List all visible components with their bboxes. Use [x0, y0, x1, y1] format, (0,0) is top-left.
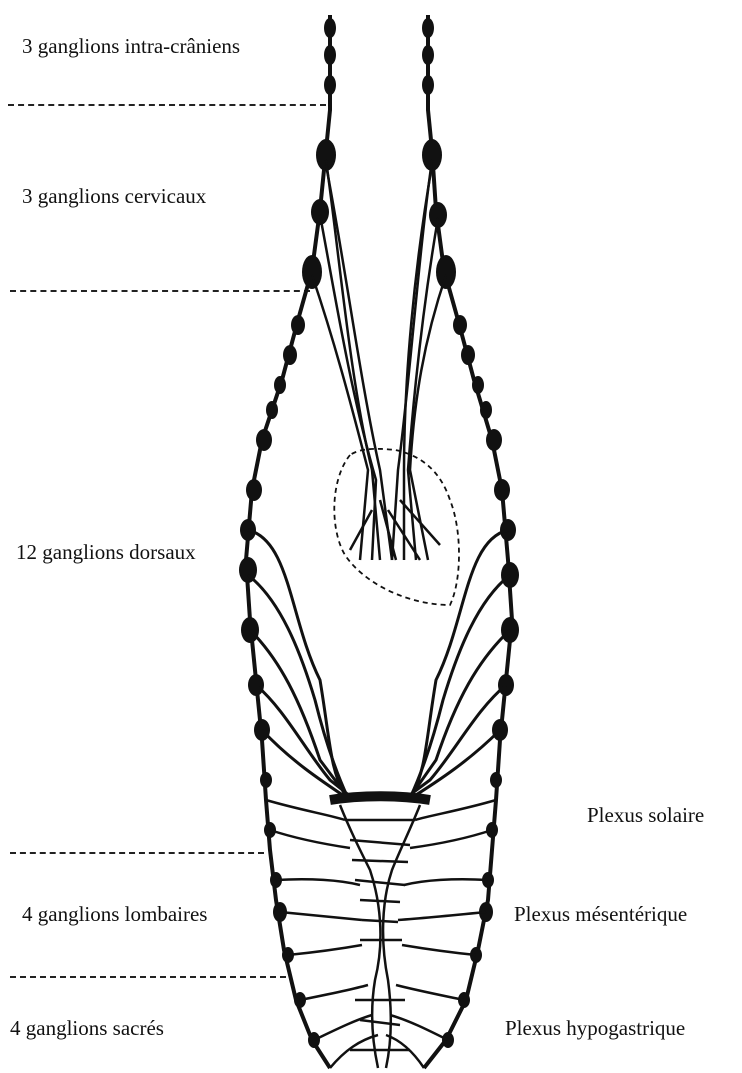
plexus-network	[266, 800, 496, 1068]
splanchnic-nerves-right	[403, 530, 510, 800]
solar-plexus	[330, 796, 430, 800]
right-ganglia	[422, 18, 519, 1048]
left-sympathetic-trunk	[246, 15, 330, 1068]
cardiac-nerves	[312, 160, 446, 560]
